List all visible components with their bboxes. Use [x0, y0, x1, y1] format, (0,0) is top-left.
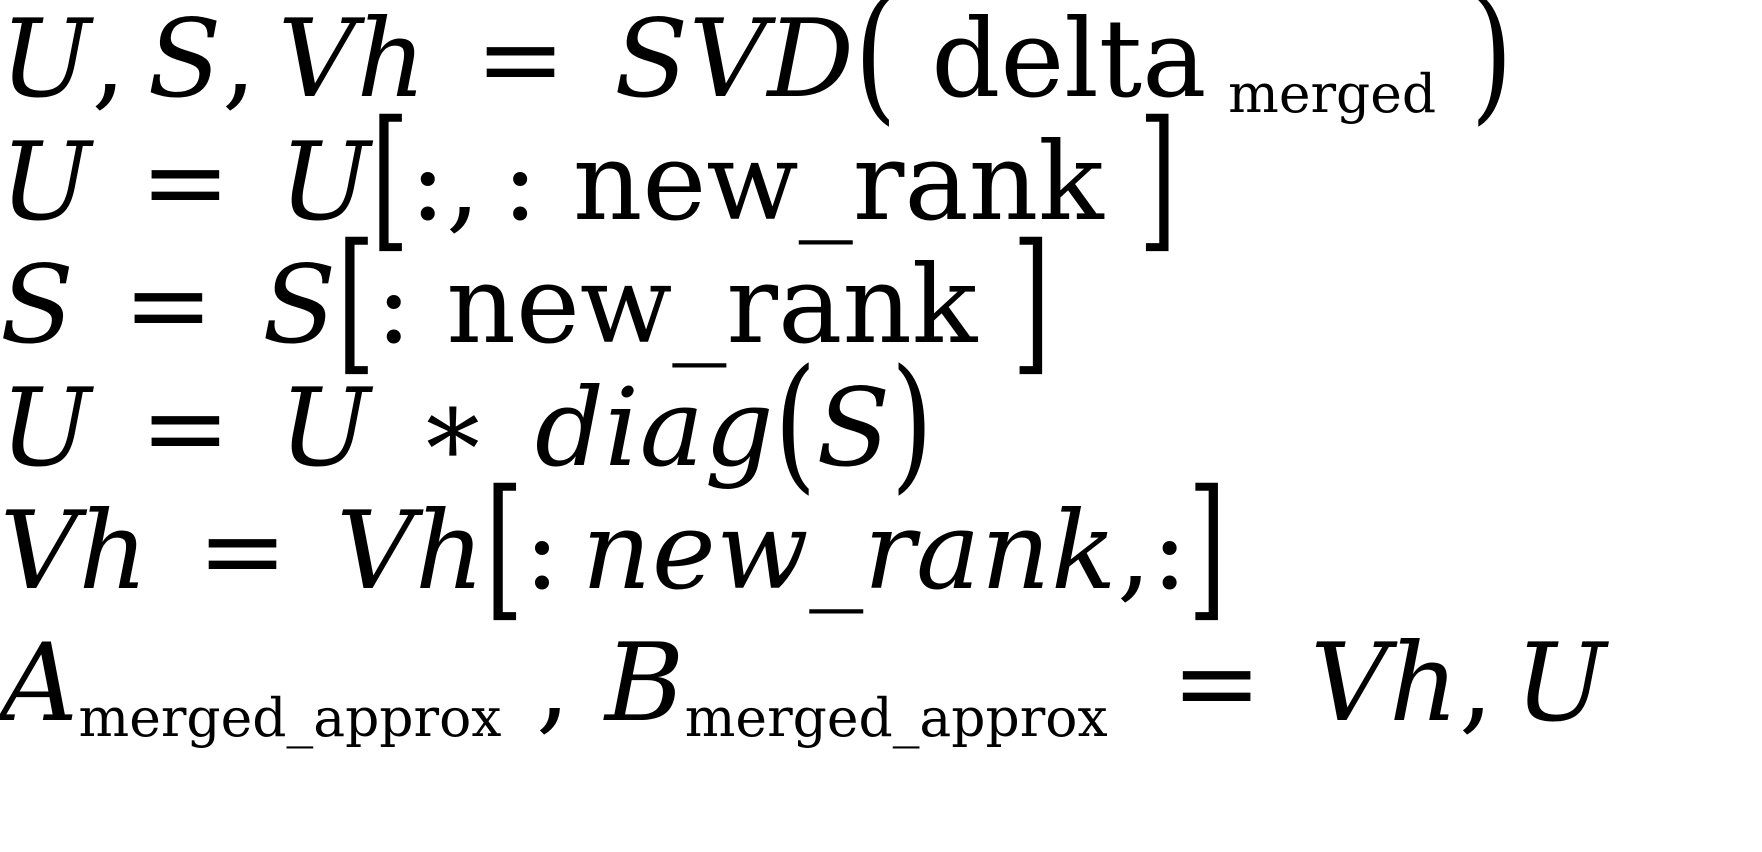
variable-S-rhs: S — [262, 243, 337, 368]
variable-U-rhs: U — [279, 366, 371, 491]
comma: , — [1459, 621, 1494, 746]
equation-line-6: Amerged_approx,Bmerged_approx=Vh,U — [0, 630, 1607, 745]
equation-line-2: U=U[:,:new_rank] — [0, 102, 1177, 257]
comma: , — [535, 621, 571, 746]
variable-U-lhs: U — [0, 120, 92, 245]
function-V: V — [688, 0, 768, 122]
close-bracket: ] — [1187, 458, 1227, 637]
variable-h-rhs: h — [414, 489, 485, 614]
variable-U-rhs: U — [279, 120, 371, 245]
variable-h: h — [356, 0, 427, 122]
comma: , — [445, 120, 481, 245]
index-new-rank: new_rank — [572, 120, 1104, 245]
variable-h-rhs: h — [1388, 621, 1460, 746]
variable-U-rhs: U — [1514, 621, 1607, 746]
close-bracket: ] — [1138, 89, 1178, 268]
argument-S: S — [816, 366, 891, 491]
open-bracket: [ — [336, 212, 376, 391]
equals-sign: = — [197, 489, 288, 614]
subscript-merged-approx-a: merged_approx — [78, 686, 502, 750]
close-paren: ) — [890, 339, 934, 509]
comma: , — [1116, 489, 1152, 614]
subscript-merged: merged — [1228, 62, 1437, 126]
equation-line-4: U=U∗diag(S) — [0, 351, 933, 497]
variable-V-rhs: V — [336, 489, 415, 614]
colon: : — [501, 120, 539, 245]
variable-U: U — [0, 0, 92, 122]
close-paren: ) — [1470, 0, 1513, 140]
comma: , — [222, 0, 257, 122]
equals-sign: = — [140, 120, 231, 245]
equals-sign: = — [1171, 621, 1262, 746]
equation-line-5: Vh=Vh[:new_rank,:] — [0, 471, 1226, 626]
equals-sign: = — [123, 243, 214, 368]
index-new-rank: new_rank — [446, 243, 978, 368]
colon: : — [409, 120, 446, 245]
equation-line-3: S=S[:new_rank] — [0, 225, 1051, 380]
colon: : — [375, 243, 412, 368]
colon: : — [523, 489, 561, 614]
multiplication-operator: ∗ — [416, 366, 490, 491]
variable-A: A — [0, 621, 79, 746]
comma: , — [91, 0, 126, 122]
variable-V: V — [277, 0, 357, 122]
variable-h-lhs: h — [78, 489, 149, 614]
variable-V-rhs: V — [1310, 621, 1389, 746]
open-paren: ( — [854, 0, 897, 140]
function-D: D — [767, 0, 855, 122]
open-bracket: [ — [484, 458, 524, 637]
open-bracket: [ — [370, 89, 410, 268]
equals-sign: = — [140, 366, 231, 491]
subscript-merged-approx-b: merged_approx — [684, 686, 1108, 750]
argument-delta: delta — [931, 0, 1207, 122]
variable-V-lhs: V — [0, 489, 79, 614]
function-S: S — [614, 0, 689, 122]
variable-S: S — [147, 0, 223, 122]
equals-sign: = — [475, 0, 566, 122]
variable-U-lhs: U — [0, 366, 92, 491]
variable-S-lhs: S — [0, 243, 75, 368]
close-bracket: ] — [1011, 212, 1051, 391]
colon: : — [1151, 489, 1188, 614]
variable-B: B — [604, 621, 685, 746]
function-diag: diag — [534, 366, 775, 491]
index-new-rank: new_rank — [581, 489, 1117, 614]
open-paren: ( — [774, 339, 817, 509]
